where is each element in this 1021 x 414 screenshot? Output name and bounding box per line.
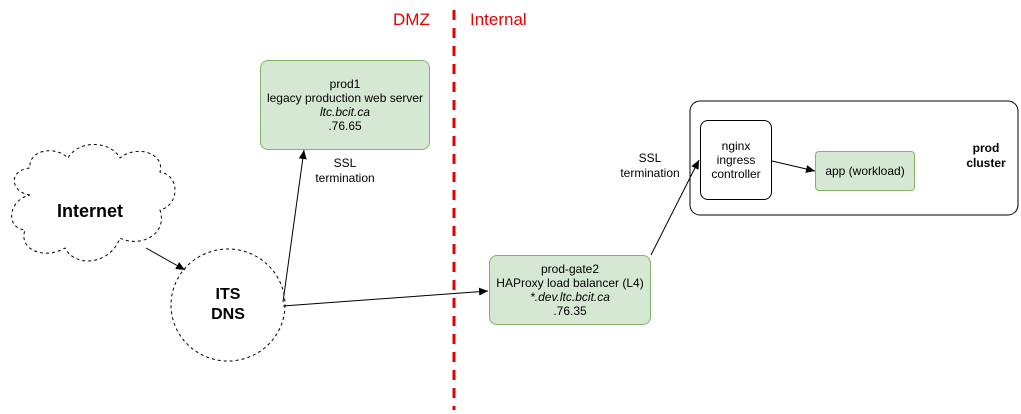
ssl-label-1-line2: termination [315, 171, 375, 185]
dmz-zone-label: DMZ [393, 10, 430, 29]
its-dns-label: ITS DNS [196, 285, 260, 325]
cluster-line2: cluster [966, 156, 1006, 170]
prod-gate2-ip: .76.35 [553, 304, 587, 318]
prod1-description: legacy production web server [266, 91, 424, 105]
nginx-line2: ingress [716, 153, 756, 167]
prod-gate2-node: prod-gate2 HAProxy load balancer (L4) *.… [489, 255, 651, 325]
edge-internet-to-dns [145, 247, 186, 271]
ssl-label-2-line2: termination [620, 166, 680, 180]
cluster-line1: prod [972, 141, 1000, 155]
nginx-line3: controller [711, 167, 761, 181]
prod-gate2-description: HAProxy load balancer (L4) [496, 276, 644, 290]
edge-prod-gate2-to-nginx [650, 159, 700, 256]
nginx-ingress-controller-node: nginx ingress controller [700, 120, 772, 200]
prod-cluster-label: prod cluster [958, 141, 1014, 171]
prod1-node: prod1 legacy production web server ltc.b… [260, 60, 430, 150]
its-dns-line1: ITS [215, 286, 241, 303]
ssl-label-2-line1: SSL [638, 151, 662, 165]
ssl-label-1-line1: SSL [333, 156, 357, 170]
app-label: app (workload) [825, 164, 905, 178]
internal-zone-label: Internal [470, 10, 527, 29]
internet-label: Internet [56, 201, 123, 221]
prod1-ip: .76.65 [328, 119, 362, 133]
edge-dns-to-prod1 [282, 149, 307, 303]
its-dns-line2: DNS [211, 306, 245, 323]
app-workload-node: app (workload) [815, 151, 915, 191]
prod-gate2-domain: *.dev.ltc.bcit.ca [530, 290, 610, 304]
prod1-domain: ltc.bcit.ca [319, 105, 370, 119]
internet-cloud [11, 144, 176, 262]
nginx-line1: nginx [721, 139, 751, 153]
its-dns-circle [170, 248, 286, 362]
prod1-name: prod1 [329, 77, 361, 91]
prod-gate2-name: prod-gate2 [540, 262, 600, 276]
ssl-termination-label-gate: SSL termination [610, 151, 690, 181]
ssl-termination-label-prod1: SSL termination [305, 156, 385, 186]
edge-nginx-to-app [771, 160, 816, 173]
edge-dns-to-prod-gate2 [282, 287, 489, 307]
